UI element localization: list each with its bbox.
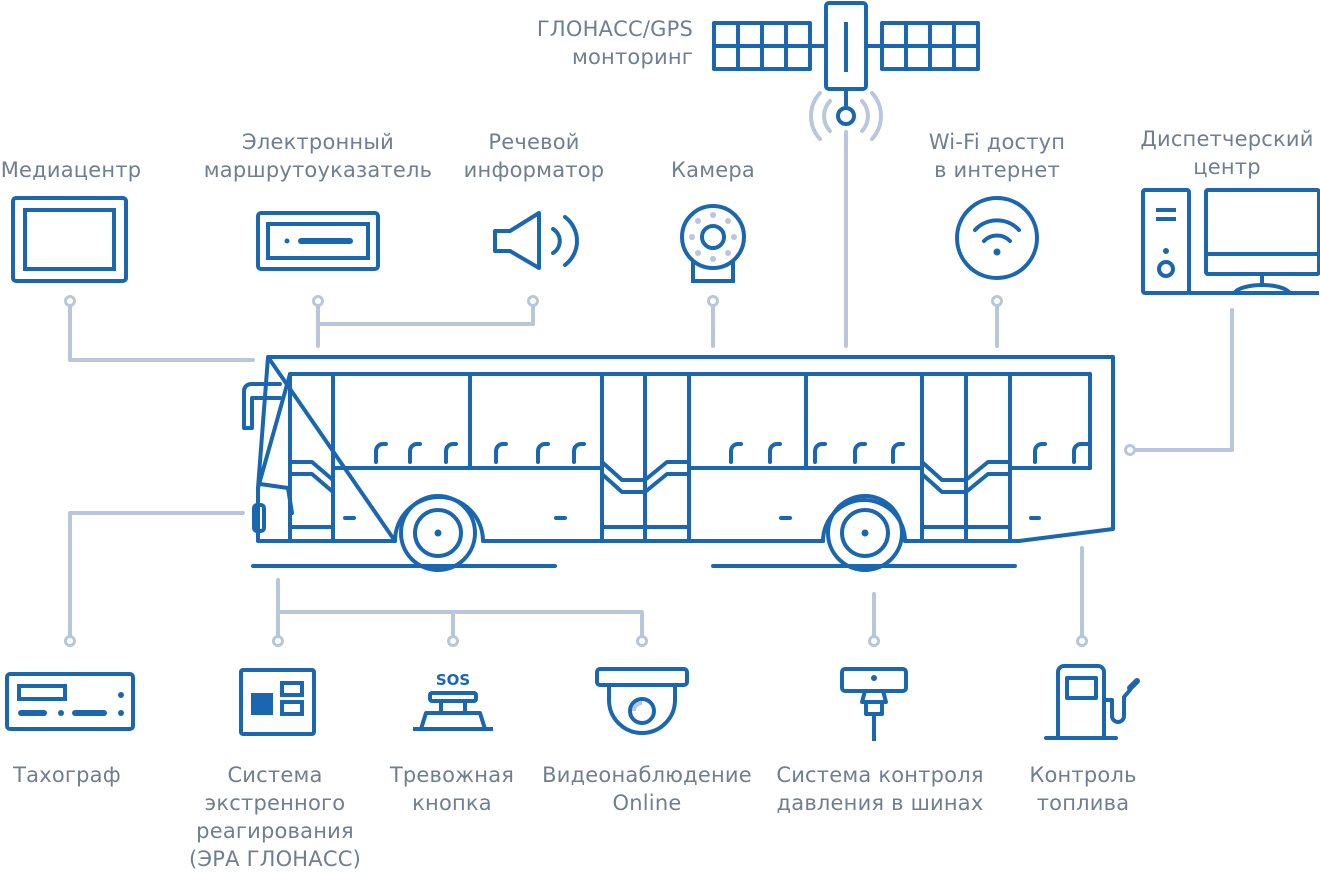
label-wifi: Wi-Fi доступ в интернет (907, 128, 1087, 184)
label-fuel-line-2: топлива (1036, 791, 1130, 815)
dome-camera-icon (595, 667, 689, 735)
label-dispatch-line-2: центр (1193, 155, 1261, 179)
sos-label: SOS (436, 671, 470, 689)
tachograph-icon (5, 672, 135, 731)
fuel-pump-icon (1044, 664, 1140, 740)
label-video-line-1: Видеонаблюдение (542, 763, 752, 787)
label-alarm-line-1: Тревожная (389, 763, 515, 787)
label-fuel: Контроль топлива (1012, 761, 1154, 817)
label-era: Система экстренного реагирования (ЭРА ГЛ… (170, 761, 380, 872)
label-camera: Камера (648, 156, 778, 184)
connector-video (276, 610, 644, 642)
speaker-icon (493, 211, 579, 270)
label-video-line-2: Online (612, 791, 682, 815)
label-wifi-line-1: Wi-Fi доступ (928, 130, 1066, 154)
label-dispatch-line-1: Диспетчерский (1140, 127, 1314, 151)
label-tire: Система контроля давления в шинах (762, 761, 998, 817)
label-tire-line-2: давления в шинах (776, 791, 984, 815)
label-alarm-line-2: кнопка (412, 791, 492, 815)
satellite-icon (712, 1, 980, 126)
label-glonass-line-2: монторинг (571, 45, 693, 69)
era-module-icon (239, 668, 316, 736)
label-alarm: Тревожная кнопка (380, 761, 524, 817)
satellite-signal-waves (809, 91, 883, 141)
bus-icon (242, 355, 1115, 572)
connector-mediacenter (68, 299, 255, 362)
label-fuel-line-1: Контроль (1029, 763, 1137, 787)
label-era-line-2: экстренного (204, 791, 346, 815)
label-video: Видеонаблюдение Online (532, 761, 762, 817)
label-dispatch: Диспетчерский центр (1134, 125, 1320, 181)
label-era-line-4: (ЭРА ГЛОНАСС) (189, 847, 361, 871)
label-era-line-1: Система (227, 763, 323, 787)
tire-sensor-icon (840, 667, 908, 741)
connector-dispatch (1128, 308, 1234, 452)
label-glonass-line-1: ГЛОНАСС/GPS (536, 17, 693, 41)
connector-tachograph (68, 511, 245, 642)
label-voice-informer-line-2: информатор (463, 158, 605, 182)
label-voice-informer-line-1: Речевой (488, 130, 580, 154)
label-mediacenter: Медиацентр (0, 156, 142, 184)
label-era-line-3: реагирования (196, 819, 354, 843)
connector-voice-informer (316, 299, 535, 326)
label-glonass: ГЛОНАСС/GPS монторинг (537, 15, 693, 71)
label-wifi-line-2: в интернет (934, 158, 1060, 182)
desktop-computer-icon (1141, 188, 1320, 296)
label-voice-informer: Речевой информатор (455, 128, 613, 184)
label-route-indicator-line-2: маршрутоуказатель (203, 158, 433, 182)
route-display-icon (256, 211, 380, 271)
label-camera-line-1: Камера (671, 158, 755, 182)
label-tachograph: Тахограф (0, 761, 134, 789)
label-tachograph-line-1: Тахограф (13, 763, 121, 787)
label-mediacenter-line-1: Медиацентр (0, 158, 142, 182)
monitor-icon (11, 196, 128, 283)
label-route-indicator-line-1: Электронный (242, 130, 394, 154)
connector-lines (68, 130, 1234, 642)
sos-button-icon: SOS (413, 671, 493, 731)
label-tire-line-1: Система контроля (776, 763, 984, 787)
label-route-indicator: Электронный маршрутоуказатель (198, 128, 438, 184)
connector-dots (64, 295, 1136, 647)
wifi-icon (955, 196, 1039, 280)
webcam-icon (680, 204, 746, 283)
